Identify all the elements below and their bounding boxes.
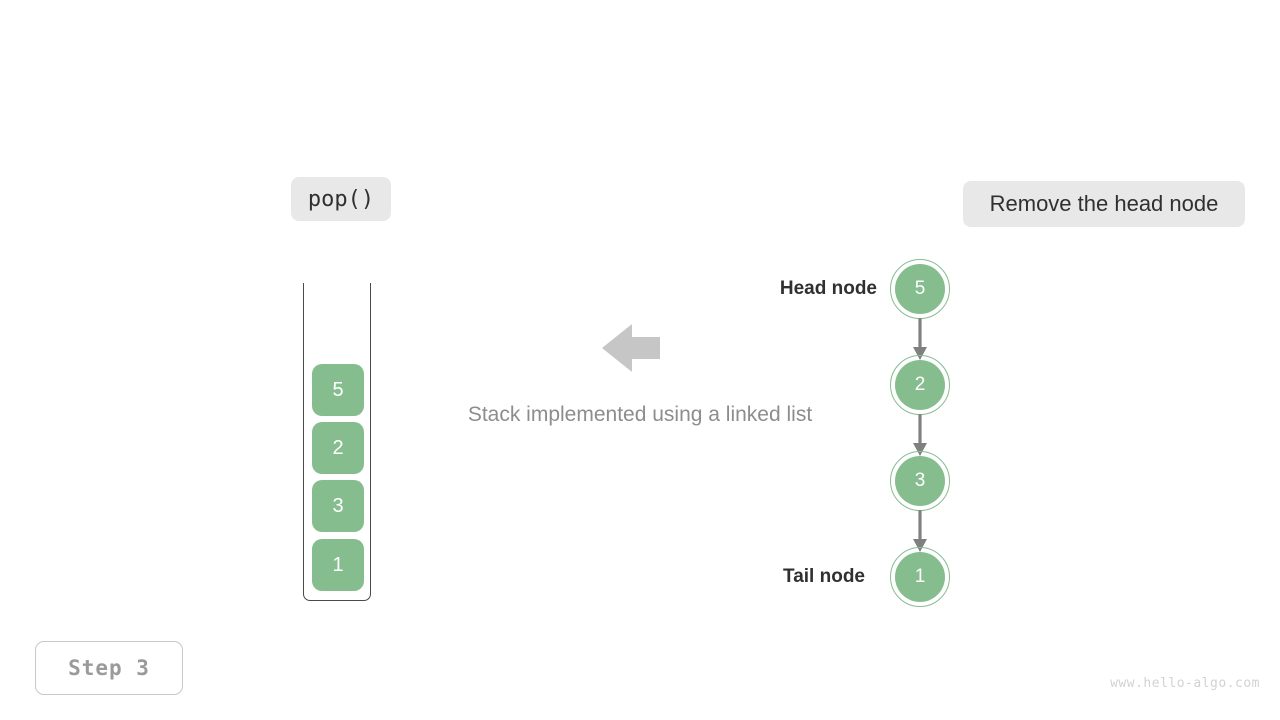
head-node-label: Head node <box>779 278 877 299</box>
node-value: 5 <box>895 264 945 314</box>
node-value: 1 <box>895 552 945 602</box>
list-node: 2 <box>890 355 950 415</box>
stack-diagram: 5 2 3 1 <box>303 283 375 605</box>
arrow-left-icon <box>600 318 662 378</box>
list-node: 3 <box>890 451 950 511</box>
list-node: 1 <box>890 547 950 607</box>
diagram-caption: Stack implemented using a linked list <box>467 403 813 426</box>
watermark: www.hello-algo.com <box>1110 676 1260 691</box>
stack-container <box>303 283 371 601</box>
stack-cell: 3 <box>312 480 364 532</box>
stack-cell: 5 <box>312 364 364 416</box>
node-ring <box>890 547 950 607</box>
arrow-down-icon <box>908 318 932 363</box>
arrow-down-icon <box>908 414 932 459</box>
action-description-chip: Remove the head node <box>963 181 1245 227</box>
node-value: 3 <box>895 456 945 506</box>
tail-node-label: Tail node <box>783 566 865 587</box>
step-badge: Step 3 <box>35 641 183 695</box>
node-value: 2 <box>895 360 945 410</box>
arrow-down-icon <box>908 510 932 555</box>
operation-chip: pop() <box>291 177 391 221</box>
stack-cell: 2 <box>312 422 364 474</box>
list-node: 5 <box>890 259 950 319</box>
stack-cell: 1 <box>312 539 364 591</box>
